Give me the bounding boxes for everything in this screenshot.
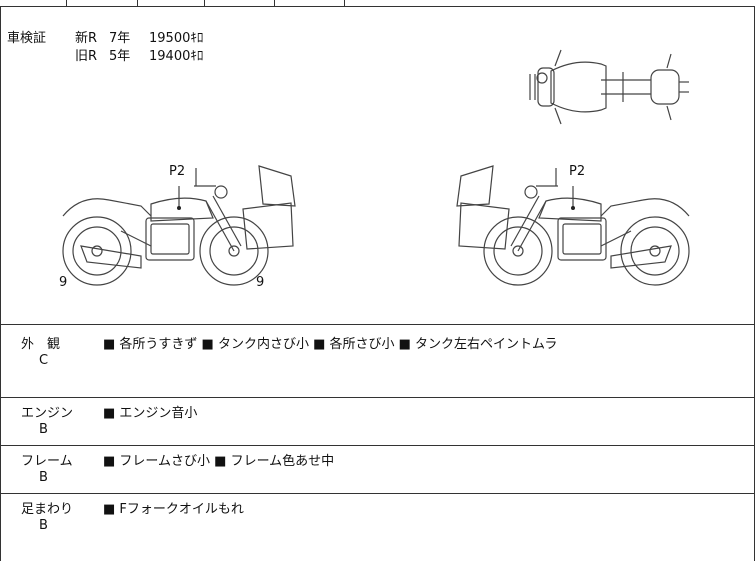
registration-mileage: 19500ｷﾛ bbox=[149, 31, 204, 46]
section-suspension: 足まわり B ■ Fフォークオイルもれ bbox=[1, 494, 754, 561]
registration-years: 5年 bbox=[109, 49, 131, 64]
registration-years: 7年 bbox=[109, 31, 131, 46]
section-label: 足まわり bbox=[21, 502, 74, 517]
section-grade: B bbox=[39, 422, 48, 437]
motorcycle-left-side-icon bbox=[62, 165, 296, 286]
top-table-strip bbox=[0, 0, 754, 7]
section-label: 外 観 bbox=[21, 337, 61, 352]
motorcycle-diagrams bbox=[62, 49, 690, 286]
section-grade: B bbox=[39, 470, 48, 485]
registration-row-old: 旧R 5年 19400ｷﾛ bbox=[75, 48, 203, 66]
section-engine: エンジン B ■ エンジン音小 bbox=[1, 398, 754, 446]
table-divider bbox=[137, 0, 138, 6]
section-label: フレーム bbox=[21, 454, 73, 469]
registration-label: 車検証 bbox=[7, 31, 47, 46]
table-divider bbox=[204, 0, 205, 6]
left-bike-front-count: 9 bbox=[59, 275, 68, 290]
diagram-panel: 車検証 新R 7年 19500ｷﾛ 旧R 5年 19400ｷﾛ bbox=[1, 6, 754, 325]
left-bike-marker: P2 bbox=[169, 164, 186, 179]
section-exterior: 外 観 C ■ 各所うすきず ■ タンク内さび小 ■ 各所さび小 ■ タンク左右… bbox=[1, 325, 754, 398]
registration-mileage: 19400ｷﾛ bbox=[149, 49, 204, 64]
right-bike-marker: P2 bbox=[569, 164, 586, 179]
table-divider bbox=[274, 0, 275, 6]
registration-code: 旧R bbox=[75, 49, 98, 64]
registration-row-new: 新R 7年 19500ｷﾛ bbox=[75, 30, 203, 48]
table-divider bbox=[66, 0, 67, 6]
section-label: エンジン bbox=[21, 406, 74, 421]
section-notes: ■ フレームさび小 ■ フレーム色あせ中 bbox=[103, 454, 335, 469]
damage-point-marker bbox=[571, 206, 575, 210]
motorcycle-top-view-icon bbox=[529, 49, 689, 125]
damage-point-marker bbox=[177, 206, 181, 210]
table-divider bbox=[344, 0, 345, 6]
section-notes: ■ エンジン音小 bbox=[103, 406, 198, 421]
section-notes: ■ 各所うすきず ■ タンク内さび小 ■ 各所さび小 ■ タンク左右ペイントムラ bbox=[103, 337, 558, 352]
left-bike-rear-count: 9 bbox=[256, 275, 265, 290]
section-frame: フレーム B ■ フレームさび小 ■ フレーム色あせ中 bbox=[1, 446, 754, 494]
registration-code: 新R bbox=[75, 31, 98, 46]
section-grade: C bbox=[39, 353, 49, 368]
section-grade: B bbox=[39, 518, 48, 533]
section-notes: ■ Fフォークオイルもれ bbox=[103, 502, 244, 517]
motorcycle-right-side-icon bbox=[456, 165, 690, 286]
sheet-frame: 車検証 新R 7年 19500ｷﾛ 旧R 5年 19400ｷﾛ bbox=[0, 6, 755, 561]
